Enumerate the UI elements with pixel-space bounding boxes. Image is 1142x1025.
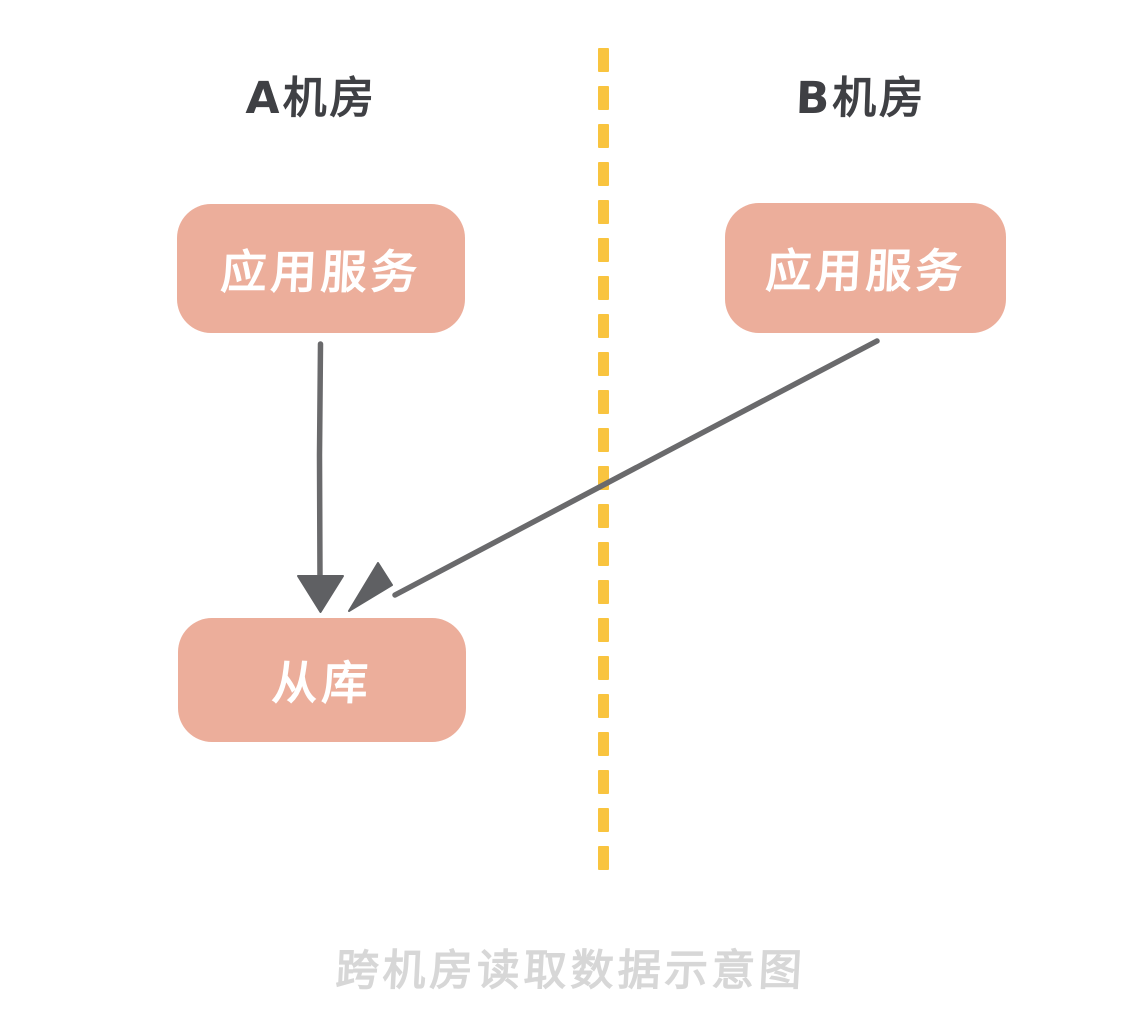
edge-app-a-to-slave <box>297 341 344 613</box>
divider-dash <box>598 732 609 756</box>
divider-dash <box>598 86 609 110</box>
divider-dash <box>598 238 609 262</box>
figure-caption: 跨机房读取数据示意图 <box>334 946 808 996</box>
node-app-service-b[interactable]: 应用服务 <box>725 203 1006 333</box>
divider-dash <box>598 314 609 338</box>
node-app-service-a[interactable]: 应用服务 <box>177 204 465 333</box>
divider-dash <box>598 428 609 452</box>
divider-dash <box>598 656 609 680</box>
node-slave-database-label: 从库 <box>270 656 374 710</box>
node-app-service-a-label: 应用服务 <box>219 244 423 299</box>
divider-dash <box>598 580 609 604</box>
divider-dash <box>598 846 609 870</box>
node-app-service-b-label: 应用服务 <box>763 244 967 298</box>
divider-dash <box>598 770 609 794</box>
divider-dash <box>598 162 609 186</box>
divider-dash <box>598 618 609 642</box>
divider-dash <box>598 466 609 490</box>
divider-dash <box>598 504 609 528</box>
divider-dash <box>598 694 609 718</box>
divider-dash <box>598 542 609 566</box>
zone-label-a: A机房 <box>244 73 378 124</box>
divider-dash <box>598 48 609 72</box>
node-slave-database[interactable]: 从库 <box>178 618 466 742</box>
divider-dash <box>598 390 609 414</box>
zone-label-b: B机房 <box>794 73 928 124</box>
divider-dash <box>598 276 609 300</box>
divider-dash <box>598 352 609 376</box>
divider-dash <box>598 200 609 224</box>
divider-dash <box>598 808 609 832</box>
edge-app-b-to-slave <box>348 338 880 612</box>
divider-dash <box>598 124 609 148</box>
datacenter-divider <box>598 48 609 906</box>
